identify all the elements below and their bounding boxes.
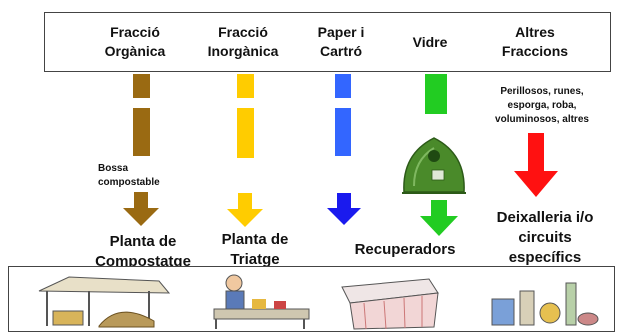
- sorting-worker-illustration: [213, 274, 310, 329]
- others-note: Perillosos, runes, esporga, roba, volumi…: [495, 86, 589, 125]
- organic-note: Bossa compostable: [98, 163, 160, 188]
- inorganic-bar-top: [237, 74, 254, 98]
- inorganic-bar-mid: [237, 108, 254, 158]
- glass-container-icon: [402, 137, 466, 194]
- inorganic-destination: Planta de Triatge: [221, 231, 289, 268]
- glass-destination: Recuperadors: [354, 241, 456, 258]
- organic-arrow: [123, 192, 159, 226]
- glass-bar: [425, 74, 447, 114]
- paper-bar-mid: [335, 108, 351, 156]
- container-illustration: [341, 278, 439, 330]
- waste-items-illustration: [491, 282, 599, 326]
- inorganic-arrow: [227, 193, 263, 227]
- header-glass: Vidre: [412, 33, 448, 50]
- compost-plant-illustration: [38, 276, 171, 328]
- illustration-strip: [8, 266, 615, 332]
- organic-destination: Planta de Compostatge: [95, 233, 191, 270]
- header-inorganic: Fracció Inorgànica: [207, 24, 279, 59]
- fractions-header: Fracció Orgànica Fracció Inorgànica Pape…: [44, 12, 611, 72]
- header-others: Altres Fraccions: [501, 24, 569, 59]
- organic-bar-mid: [133, 108, 150, 156]
- header-organic: Fracció Orgànica: [104, 24, 166, 59]
- others-arrow: [514, 133, 558, 197]
- others-destination: Deixalleria i/o circuits específics: [496, 209, 594, 266]
- paper-arrow: [327, 193, 361, 225]
- glass-arrow: [420, 200, 458, 236]
- header-paper: Paper i Cartró: [317, 24, 365, 59]
- organic-bar-top: [133, 74, 150, 98]
- paper-bar-top: [335, 74, 351, 98]
